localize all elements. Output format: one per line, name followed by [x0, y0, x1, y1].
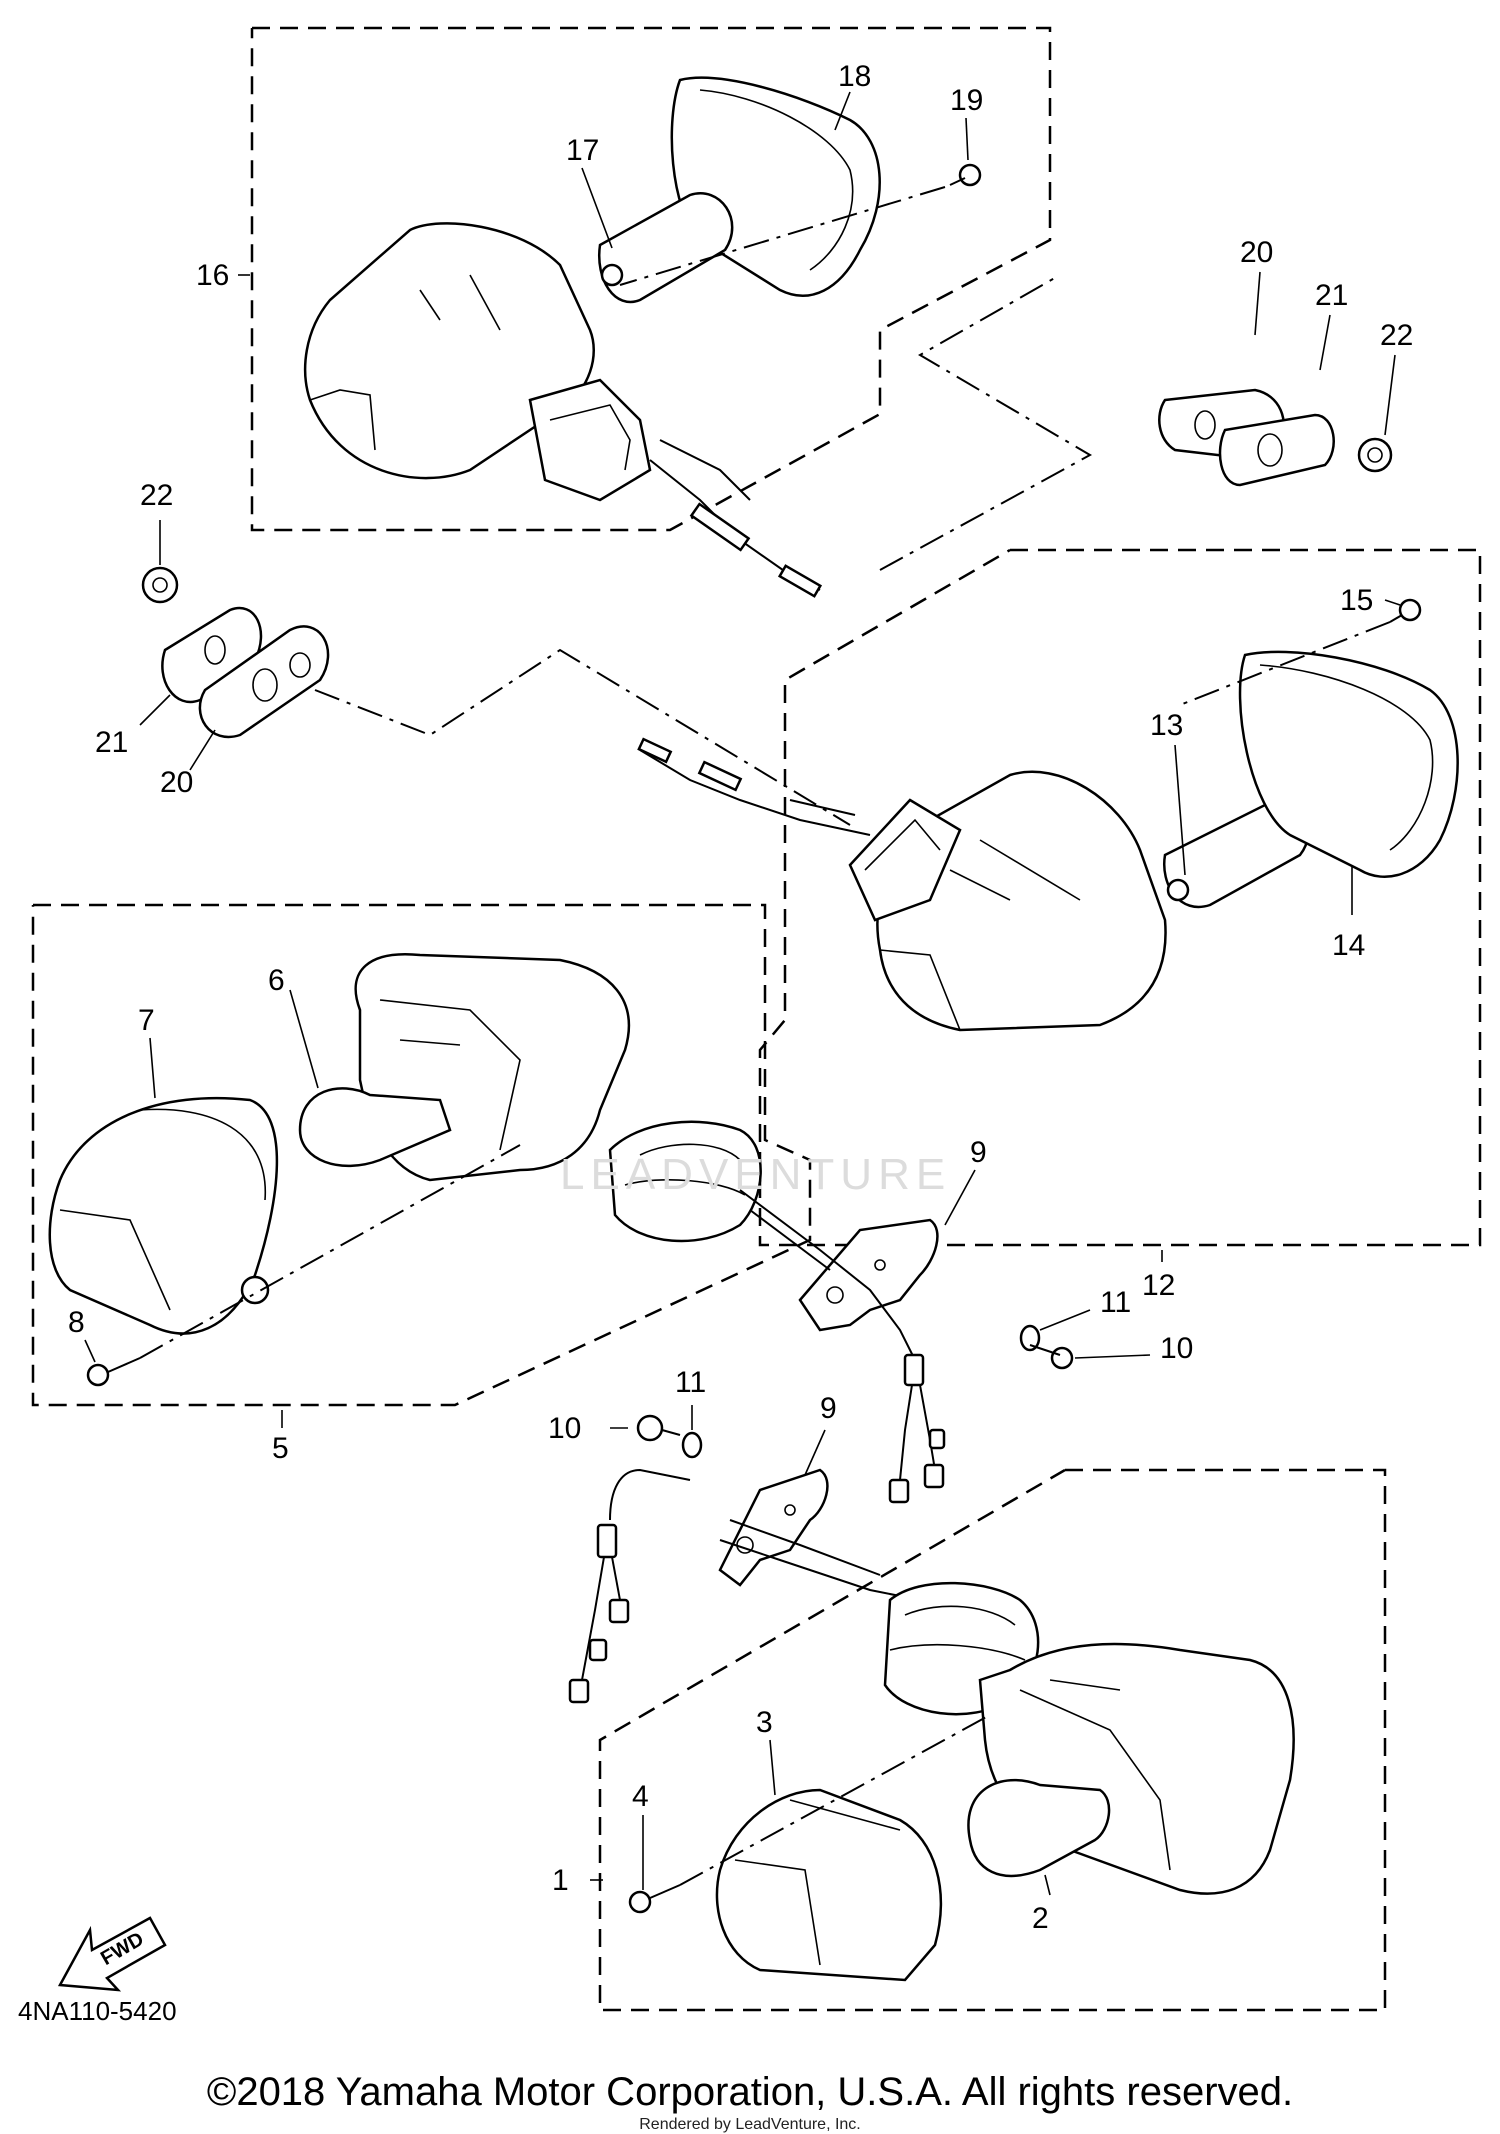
callout-2: 2 [1032, 1902, 1049, 1935]
lower-bracket-parts: 10 11 9 [548, 1366, 921, 1704]
assembly-line-4 [679, 1714, 991, 1886]
drawing-number: 4NA110-5420 [18, 1996, 177, 2026]
callout-9-lower: 9 [820, 1392, 837, 1425]
callout-11-lower: 11 [675, 1366, 706, 1399]
callout-12: 12 [1142, 1269, 1175, 1302]
top-right-mount-parts: 20 21 22 [1158, 236, 1413, 487]
assembly-line-19 [619, 186, 946, 286]
callout-9-upper: 9 [970, 1136, 987, 1169]
assembly-line-16-to-mount [879, 274, 1093, 571]
copyright-notice: ©2018 Yamaha Motor Corporation, U.S.A. A… [206, 2070, 1294, 2114]
callout-20-left: 20 [160, 766, 193, 799]
callout-21-left: 21 [95, 726, 128, 759]
callout-7: 7 [138, 1004, 155, 1037]
callout-15: 15 [1340, 584, 1373, 617]
watermark: LEADVENTURE [560, 1150, 952, 1199]
callout-5: 5 [272, 1432, 289, 1465]
callout-13: 13 [1150, 709, 1183, 742]
callout-20-top: 20 [1240, 236, 1273, 269]
callout-16: 16 [196, 259, 229, 292]
callout-19: 19 [950, 84, 983, 117]
callout-22-top: 22 [1380, 319, 1413, 352]
callout-21-top: 21 [1315, 279, 1348, 312]
group-12-front-right-signal: 12 13 14 15 [637, 548, 1482, 1302]
callout-18: 18 [838, 60, 871, 93]
group-1-rear-right-signal: 1 2 3 4 [552, 1468, 1387, 2012]
rendered-by-notice: Rendered by LeadVenture, Inc. [639, 2116, 861, 2133]
assembly-line-15 [1179, 621, 1391, 706]
callout-8: 8 [68, 1306, 85, 1339]
callout-11-upper: 11 [1100, 1286, 1131, 1319]
callout-10-lower: 10 [548, 1412, 581, 1445]
callout-10-upper: 10 [1160, 1332, 1193, 1365]
fwd-direction-arrow: FWD [57, 1916, 167, 1992]
left-mount-parts: 22 21 20 [95, 479, 330, 799]
callout-14: 14 [1332, 929, 1365, 962]
callout-22-left: 22 [140, 479, 173, 512]
group-16-front-left-signal: 16 17 18 19 [196, 26, 1052, 598]
upper-bracket-parts: 9 11 10 [739, 1136, 1193, 1504]
group-5-rear-left-signal: 5 6 7 8 [31, 903, 812, 1465]
callout-4: 4 [632, 1780, 649, 1813]
callout-3: 3 [756, 1706, 773, 1739]
callout-1: 1 [552, 1864, 569, 1897]
callout-6: 6 [268, 964, 285, 997]
callout-17: 17 [566, 134, 599, 167]
assembly-line-mount-to-12 [314, 648, 851, 826]
